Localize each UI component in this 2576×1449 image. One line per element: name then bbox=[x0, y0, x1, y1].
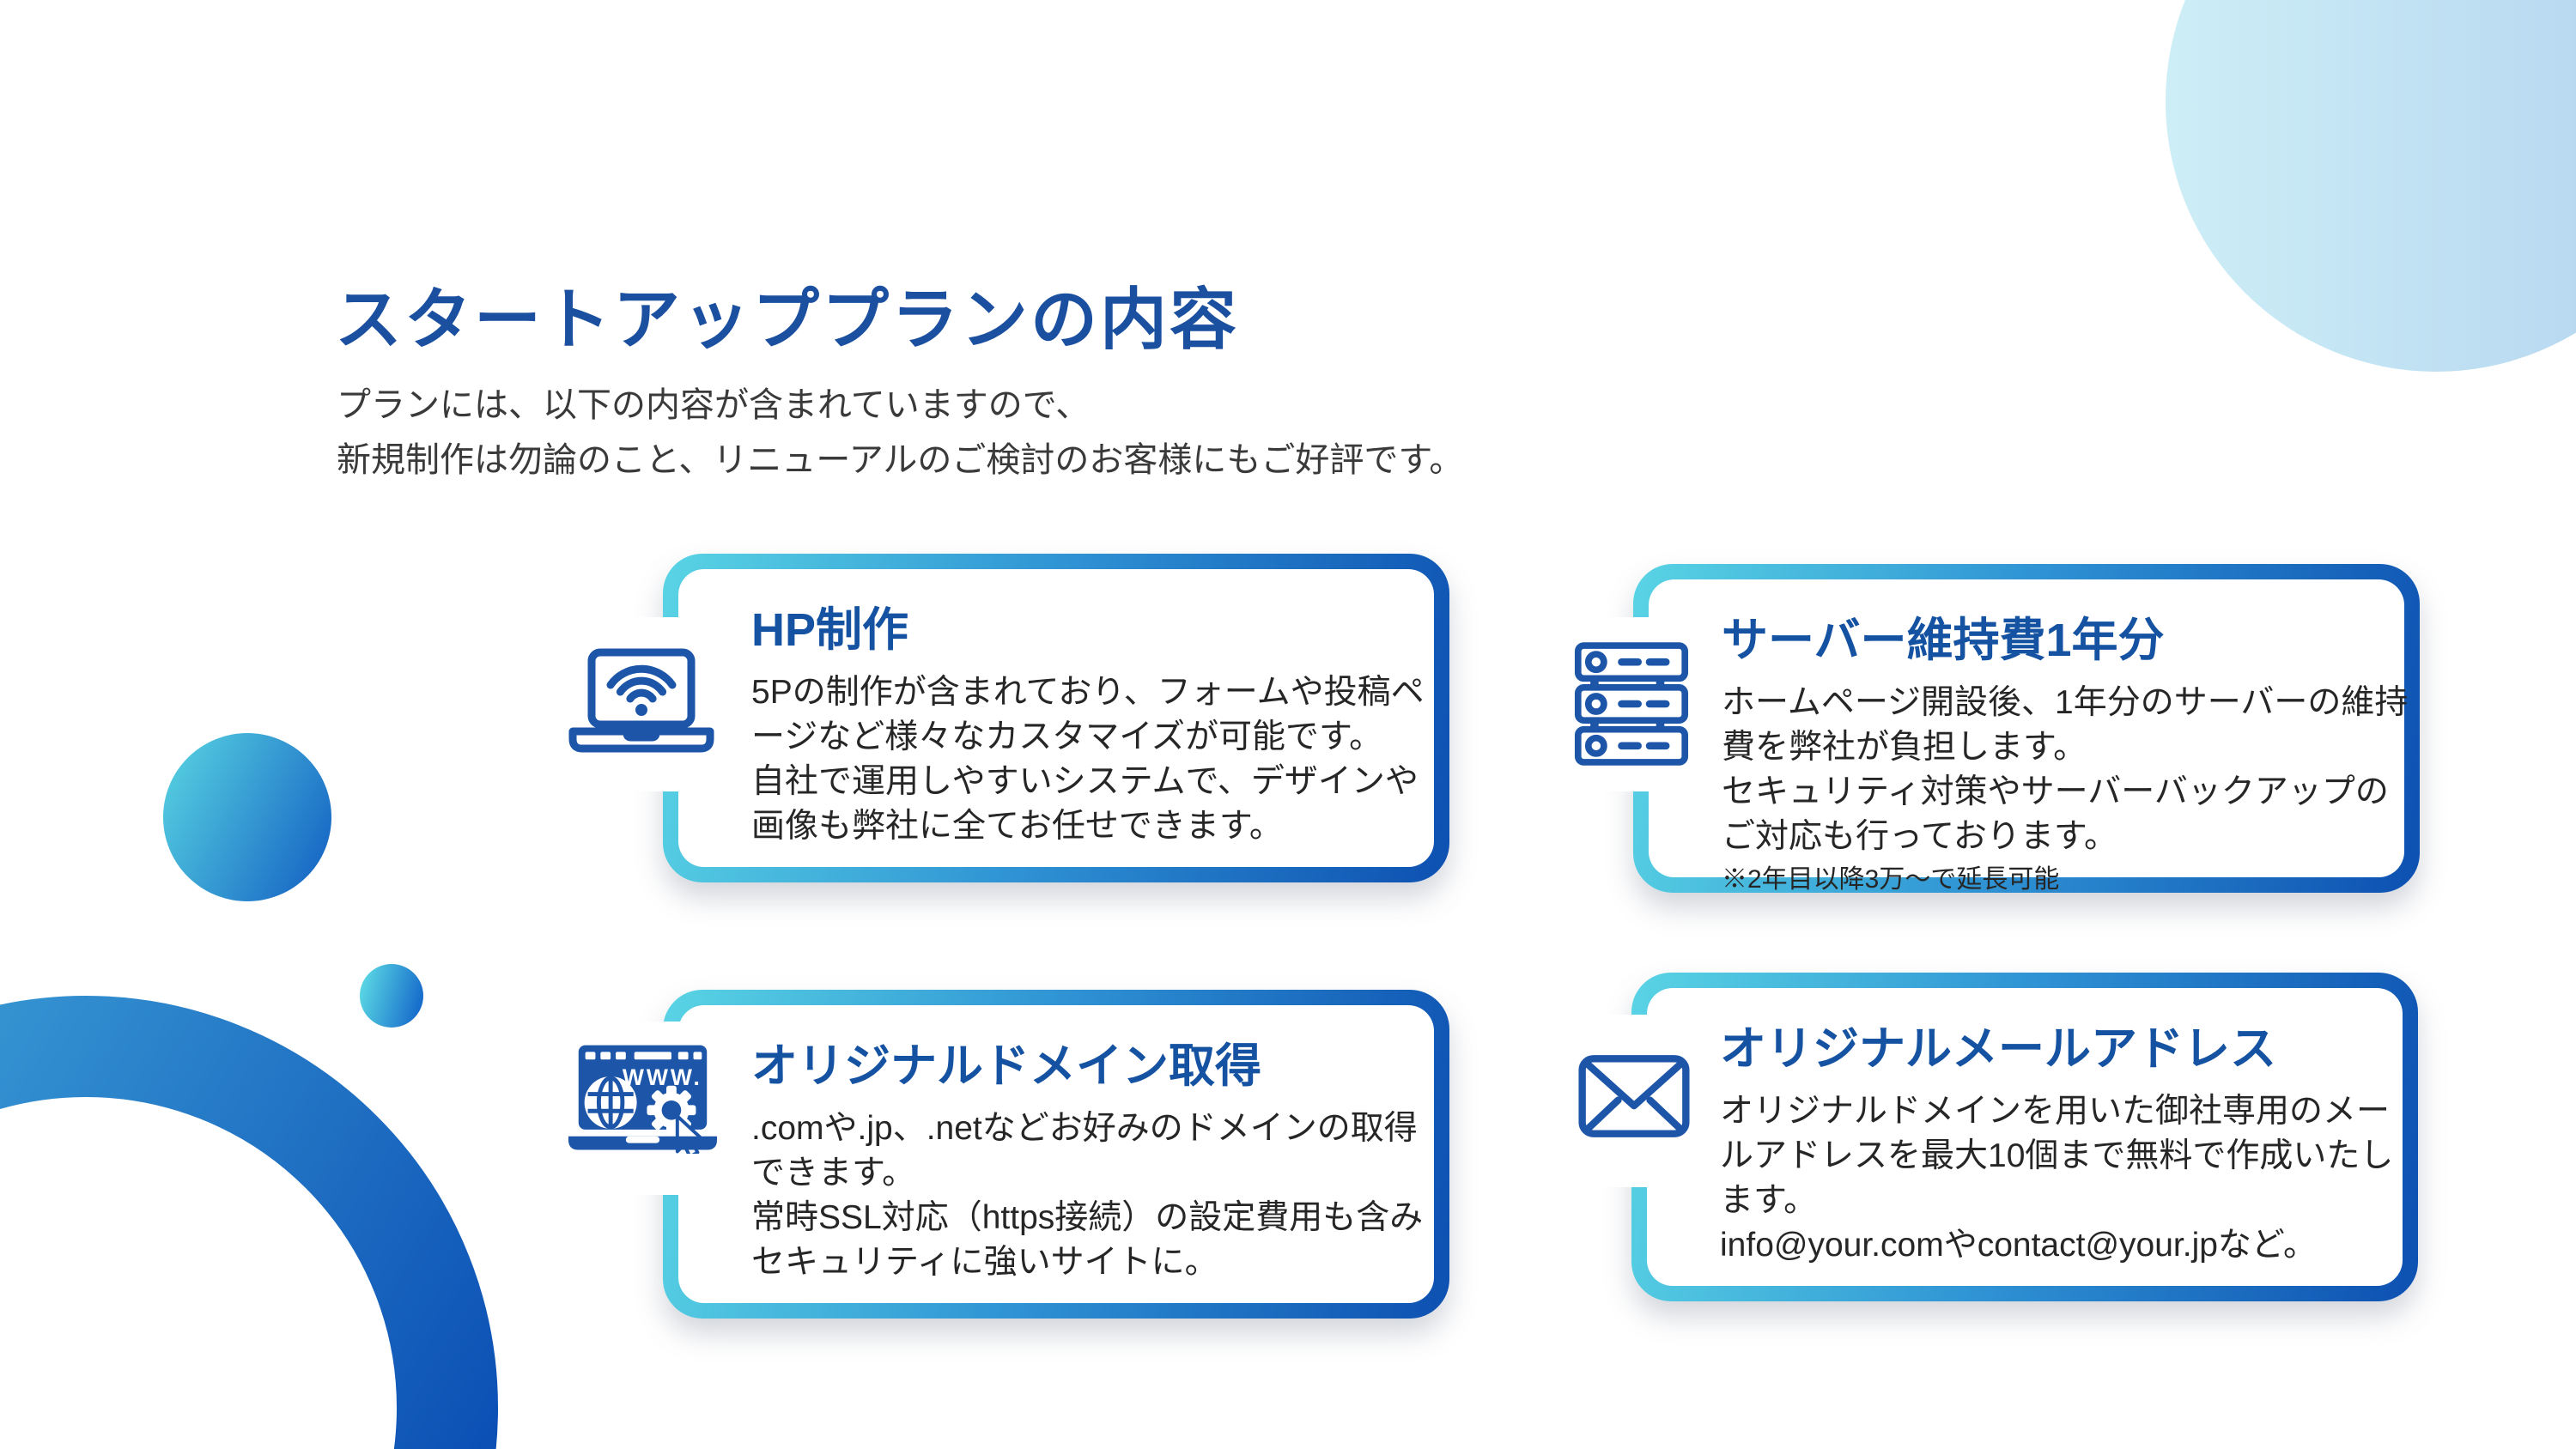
page-title: スタートアッププランの内容 bbox=[335, 282, 1240, 358]
icon-plate bbox=[551, 617, 690, 791]
card-title: HP制作 bbox=[751, 604, 909, 656]
card-hp-production: HP制作 5Pの制作が含まれており、フォームや投稿ペ ージなど様々なカスタマイズ… bbox=[551, 554, 1449, 882]
card-surface bbox=[678, 1005, 1434, 1303]
card-body: .comや.jp、.netなどお好みのドメインの取得 できます。 常時SSL対応… bbox=[751, 1110, 1424, 1281]
card-domain-acquisition: WWW. bbox=[551, 990, 1449, 1319]
envelope-icon bbox=[1578, 1055, 1690, 1137]
card-surface bbox=[678, 569, 1434, 867]
card-title: オリジナルメールアドレス bbox=[1720, 1023, 2276, 1075]
ring-decoration bbox=[0, 996, 498, 1449]
card-title: オリジナルドメイン取得 bbox=[751, 1040, 1261, 1092]
www-label: WWW. bbox=[623, 1064, 702, 1090]
card-body: 5Pの制作が含まれており、フォームや投稿ペ ージなど様々なカスタマイズが可能です… bbox=[751, 674, 1425, 845]
card-surface bbox=[1649, 579, 2404, 877]
pale-circle-decoration bbox=[2166, 0, 2576, 372]
card-title: サーバー維持費1年分 bbox=[1722, 615, 2165, 666]
card-email-address: オリジナルメールアドレス オリジナルドメインを用いた御社専用のメー ルアドレスを… bbox=[1520, 973, 2418, 1301]
card-body: ホームページ開設後、1年分のサーバーの維持 費を弊社が負担します。 セキュリティ… bbox=[1722, 684, 2409, 855]
browser-domain-icon: WWW. bbox=[568, 1045, 718, 1154]
laptop-wifi-icon bbox=[568, 648, 714, 753]
card-note: ※2年目以降3万〜で延長可能 bbox=[1722, 865, 2060, 894]
big-circle-decoration bbox=[163, 733, 331, 901]
card-surface bbox=[1647, 988, 2403, 1286]
server-stack-icon bbox=[1574, 642, 1689, 766]
page-subtitle: プランには、以下の内容が含まれていますので、 新規制作は勿論のこと、リニューアル… bbox=[337, 386, 1464, 479]
card-body: オリジナルドメインを用いた御社専用のメー ルアドレスを最大10個まで無料で作成い… bbox=[1720, 1093, 2394, 1264]
card-server-maintenance: サーバー維持費1年分 ホームページ開設後、1年分のサーバーの維持 費を弊社が負担… bbox=[1522, 564, 2420, 894]
small-circle-decoration bbox=[360, 964, 423, 1028]
